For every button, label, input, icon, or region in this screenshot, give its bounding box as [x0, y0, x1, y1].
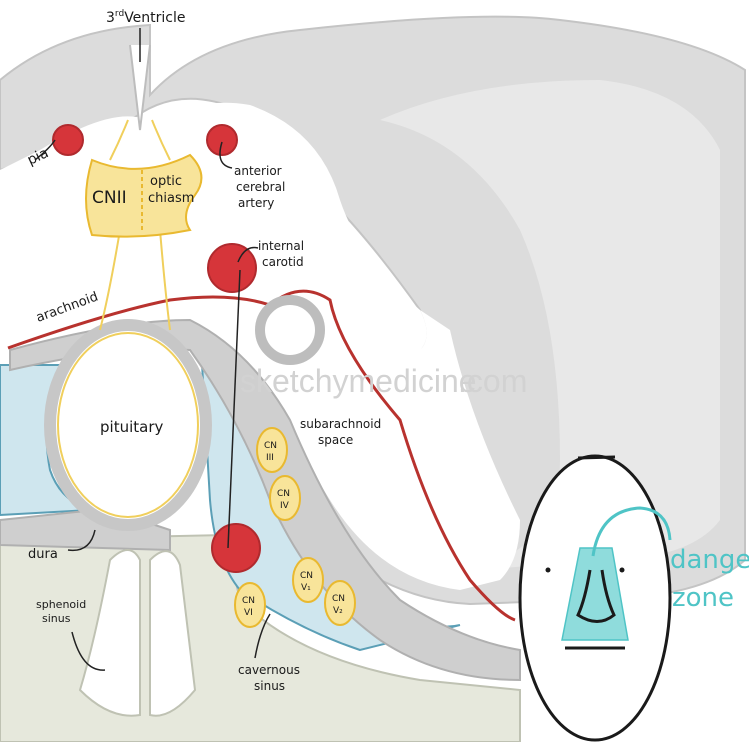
ica-label-1: internal: [258, 239, 304, 253]
pia-vessel: [53, 125, 83, 155]
watermark-main: sketchymedicine: [240, 363, 477, 399]
sphenoid-label-2: sinus: [42, 612, 71, 625]
cn3-label-b: III: [266, 453, 274, 463]
ica-label-2: carotid: [262, 255, 304, 269]
cn3-label-a: CN: [264, 441, 277, 451]
cnv1-label-a: CN: [300, 571, 313, 581]
right-eye: [620, 568, 625, 573]
internal-carotid-top: [208, 244, 256, 292]
aca-label-1: anterior: [234, 164, 282, 178]
subarachnoid-label-1: subarachnoid: [300, 417, 381, 431]
face-illustration: [520, 456, 670, 740]
dura-label: dura: [28, 547, 58, 562]
cavernous-label-2: sinus: [254, 679, 285, 693]
cnv2-label-b: V₂: [333, 606, 343, 616]
left-eye: [546, 568, 551, 573]
watermark-suffix: .com: [458, 363, 527, 399]
sphenoid-label-1: sphenoid: [36, 598, 86, 611]
anterior-cerebral-artery: [207, 125, 237, 155]
cn4-label-a: CN: [277, 489, 290, 499]
aca-label-2: cerebral: [236, 180, 285, 194]
subarachnoid-label-2: space: [318, 433, 353, 447]
cn2-label: CNII: [92, 188, 127, 208]
danger-label: danger: [670, 545, 749, 575]
cn6-label-b: VI: [244, 608, 253, 618]
optic-chiasm-label-1: optic: [150, 174, 182, 189]
zone-label: zone: [672, 583, 734, 613]
cn4-label-b: IV: [280, 501, 290, 511]
hair-line: [578, 457, 615, 458]
cnv1-label-b: V₁: [301, 583, 311, 593]
cavernous-label-1: cavernous: [238, 663, 300, 677]
cnv2-label-a: CN: [332, 594, 345, 604]
third-ventricle-label: 3rdVentricle: [106, 9, 186, 26]
cn6-label-a: CN: [242, 596, 255, 606]
carotid-loop: [260, 300, 320, 360]
aca-label-3: artery: [238, 196, 274, 210]
optic-chiasm-label-2: chiasm: [148, 191, 194, 206]
pituitary-label: pituitary: [100, 418, 163, 436]
internal-carotid-cavernous: [212, 524, 260, 572]
